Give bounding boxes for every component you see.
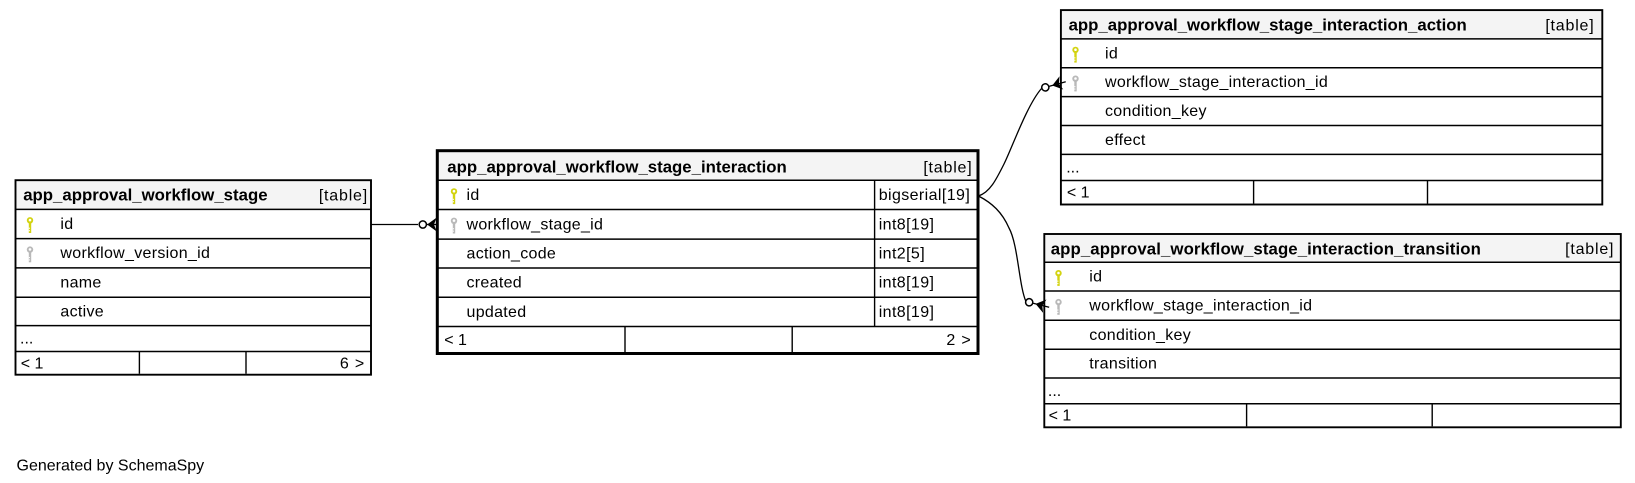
svg-text:2 >: 2 > bbox=[946, 332, 971, 349]
svg-text:id: id bbox=[60, 216, 73, 233]
svg-text:< 1: < 1 bbox=[21, 356, 44, 373]
svg-text:app_approval_workflow_stage: app_approval_workflow_stage bbox=[23, 186, 267, 205]
svg-text:workflow_stage_interaction_id: workflow_stage_interaction_id bbox=[1104, 74, 1328, 91]
svg-text:int2[5]: int2[5] bbox=[879, 246, 925, 263]
svg-text:Generated by SchemaSpy: Generated by SchemaSpy bbox=[17, 457, 205, 474]
svg-text:condition_key: condition_key bbox=[1089, 327, 1191, 344]
svg-text:name: name bbox=[60, 274, 101, 291]
svg-text:app_approval_workflow_stage_in: app_approval_workflow_stage_interaction bbox=[447, 158, 786, 177]
svg-text:transition: transition bbox=[1089, 356, 1157, 373]
svg-text:int8[19]: int8[19] bbox=[879, 304, 935, 321]
svg-text:< 1: < 1 bbox=[1067, 184, 1090, 201]
svg-text:< 1: < 1 bbox=[444, 332, 467, 349]
svg-text:...: ... bbox=[1048, 383, 1061, 400]
svg-text:6 >: 6 > bbox=[340, 356, 365, 373]
svg-text:int8[19]: int8[19] bbox=[879, 216, 935, 233]
svg-text:effect: effect bbox=[1105, 132, 1146, 149]
svg-text:id: id bbox=[1105, 45, 1118, 62]
svg-text:id: id bbox=[1089, 269, 1102, 286]
svg-text:condition_key: condition_key bbox=[1105, 103, 1207, 120]
svg-text:[table]: [table] bbox=[1565, 241, 1614, 258]
svg-text:[table]: [table] bbox=[319, 187, 368, 204]
svg-text:...: ... bbox=[1066, 160, 1079, 177]
svg-text:active: active bbox=[60, 303, 104, 320]
svg-text:action_code: action_code bbox=[467, 246, 557, 263]
svg-text:workflow_stage_interaction_id: workflow_stage_interaction_id bbox=[1088, 298, 1312, 315]
svg-text:[table]: [table] bbox=[1545, 18, 1594, 35]
svg-text:id: id bbox=[467, 187, 480, 204]
svg-text:app_approval_workflow_stage_in: app_approval_workflow_stage_interaction_… bbox=[1069, 16, 1467, 35]
svg-text:...: ... bbox=[20, 331, 33, 348]
svg-text:bigserial[19]: bigserial[19] bbox=[879, 187, 970, 204]
svg-text:created: created bbox=[467, 275, 522, 292]
svg-text:int8[19]: int8[19] bbox=[879, 275, 935, 292]
svg-text:app_approval_workflow_stage_in: app_approval_workflow_stage_interaction_… bbox=[1051, 239, 1481, 258]
svg-text:workflow_stage_id: workflow_stage_id bbox=[466, 216, 604, 233]
svg-text:< 1: < 1 bbox=[1049, 408, 1072, 425]
svg-text:workflow_version_id: workflow_version_id bbox=[59, 245, 210, 262]
svg-text:[table]: [table] bbox=[923, 159, 972, 176]
svg-text:updated: updated bbox=[467, 304, 527, 321]
